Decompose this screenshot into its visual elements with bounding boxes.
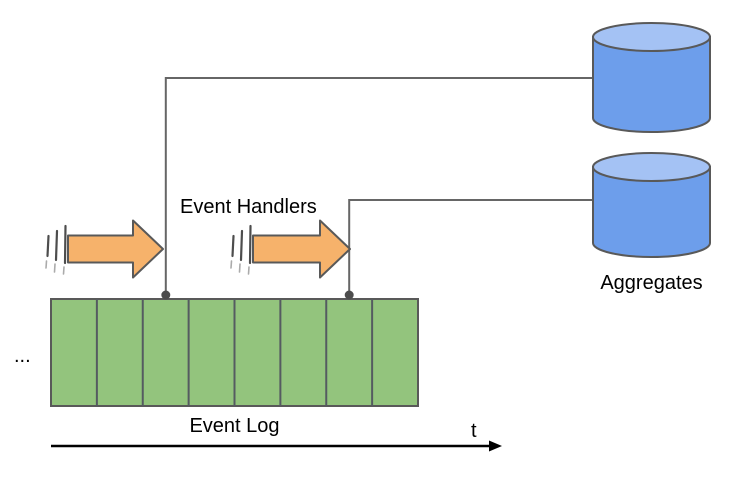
connector-dot-2 (344, 290, 354, 300)
cylinder-body (592, 36, 711, 133)
connector-line-handler2 (348, 199, 594, 295)
motion-lines-icon-1 (45, 224, 67, 275)
event-log-label: Event Log (189, 415, 280, 437)
cylinder-top (592, 152, 711, 182)
connector-dot-1 (161, 290, 171, 300)
time-axis-label: t (471, 420, 477, 442)
cylinder-body (592, 166, 711, 258)
cylinder-top (592, 22, 711, 52)
database-cylinder-icon-2 (592, 152, 711, 258)
aggregates-label: Aggregates (600, 272, 703, 294)
event-flow-arrow-icon-2 (252, 219, 351, 279)
motion-lines-icon-2 (230, 224, 252, 275)
event-flow-arrow-icon-1 (67, 219, 164, 279)
time-axis (51, 440, 502, 452)
event-log-continues-ellipsis: ... (14, 345, 31, 367)
event-log-dividers (95, 299, 374, 406)
connector-line-handler1 (164, 77, 593, 295)
event-handlers-label: Event Handlers (180, 196, 317, 218)
time-axis-arrowhead-icon (489, 440, 502, 452)
database-cylinder-icon-1 (592, 22, 711, 133)
